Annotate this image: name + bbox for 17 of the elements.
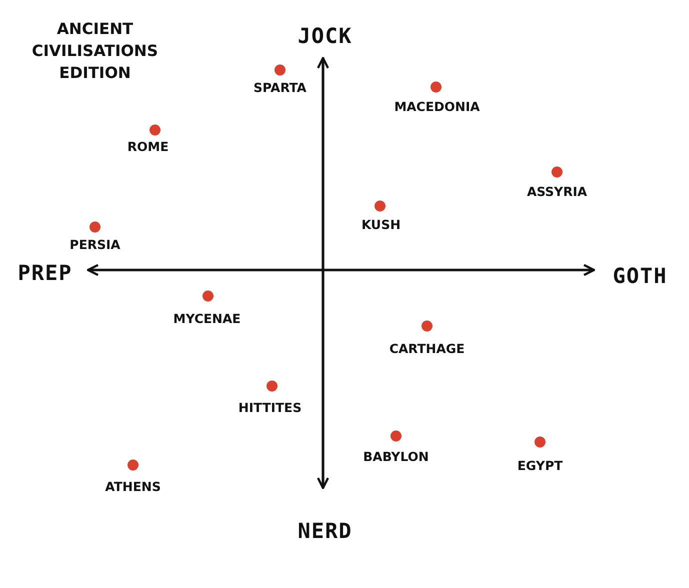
point-label: PERSIA: [70, 237, 120, 252]
axis-label: NERD: [298, 519, 352, 543]
point-label: HITTITES: [238, 400, 302, 415]
axis-label: GOTH: [612, 264, 668, 288]
point-label: MACEDONIA: [394, 99, 480, 114]
point-label: KUSH: [361, 217, 401, 232]
point-label: BABYLON: [363, 449, 429, 464]
point-label: ATHENS: [105, 479, 161, 494]
point-label: EGYPT: [517, 458, 563, 473]
chart-title: ANCIENT CIVILISATIONS EDITION: [30, 19, 160, 84]
axis-label: PREP: [18, 261, 72, 285]
point-label: SPARTA: [254, 80, 306, 95]
point-label: CARTHAGE: [389, 341, 465, 356]
point-label: MYCENAE: [173, 311, 241, 326]
point-label: ROME: [127, 139, 169, 154]
point-label: ASSYRIA: [526, 184, 588, 199]
axis-label: JOCK: [298, 24, 352, 48]
